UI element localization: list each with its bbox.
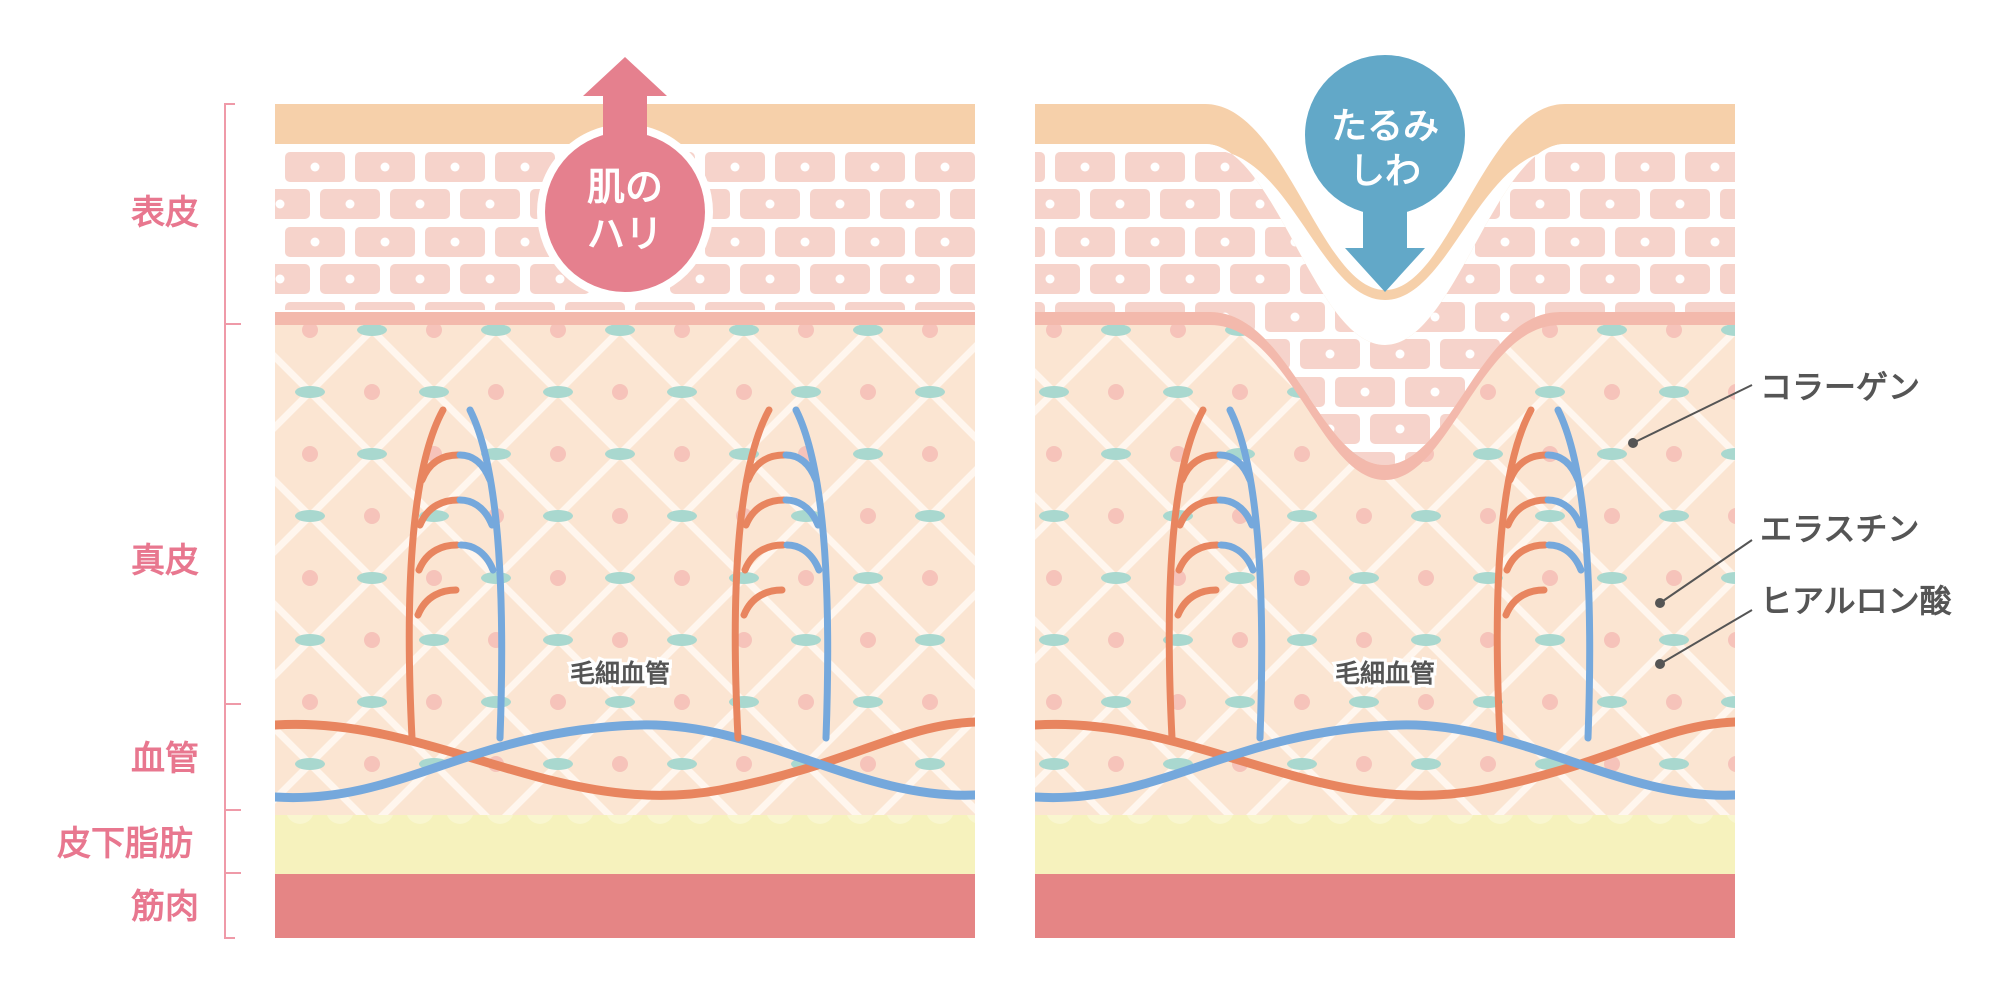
layer-label-dermis: 真皮: [131, 541, 199, 581]
left-basal-line: [275, 312, 975, 325]
left-dermis-layer: [275, 325, 975, 815]
left-capillary-loop-1: [405, 406, 506, 742]
right-capillary-loop-1: [1165, 406, 1266, 742]
right-capillary-loop-2: [1493, 406, 1594, 742]
right-panel-skin: [1035, 104, 1735, 938]
legend-callouts: [1628, 384, 1753, 669]
layer-label-subcutaneous-fat: 皮下脂肪: [57, 824, 193, 864]
left-panel-skin: [275, 104, 975, 938]
left-capillary-loop-2: [731, 406, 832, 742]
layer-bracket: [224, 103, 241, 939]
right-capillary-label: 毛細血管: [1335, 659, 1435, 688]
left-capillary-label: 毛細血管: [570, 659, 670, 688]
layer-label-epidermis: 表皮: [131, 193, 199, 233]
right-sagging-badge: たるみ しわ: [1305, 55, 1465, 292]
legend-hyaluronic-acid: ヒアルロン酸: [1760, 582, 1953, 620]
left-muscle-layer: [275, 874, 975, 938]
right-stratum-corneum: [1035, 104, 1735, 345]
left-fat-layer: [275, 812, 975, 874]
legend-elastin: エラスチン: [1760, 510, 1919, 548]
left-badge-line2: ハリ: [587, 212, 663, 256]
left-firmness-badge: 肌の ハリ: [537, 57, 713, 300]
left-vein: [275, 720, 975, 803]
right-badge-line2: しわ: [1349, 151, 1421, 192]
right-muscle-layer: [1035, 874, 1735, 938]
up-arrow-icon: [583, 57, 667, 140]
right-badge-line1: たるみ: [1331, 106, 1439, 147]
legend-collagen: コラーゲン: [1760, 368, 1920, 406]
right-artery: [1035, 717, 1735, 800]
layer-label-muscle: 筋肉: [131, 887, 199, 927]
left-badge-line1: 肌の: [587, 165, 663, 209]
down-arrow-icon: [1345, 200, 1425, 292]
left-artery: [275, 717, 975, 800]
layer-label-blood-vessel: 血管: [131, 739, 199, 779]
right-fat-layer: [1035, 812, 1735, 874]
right-vein: [1035, 720, 1735, 803]
